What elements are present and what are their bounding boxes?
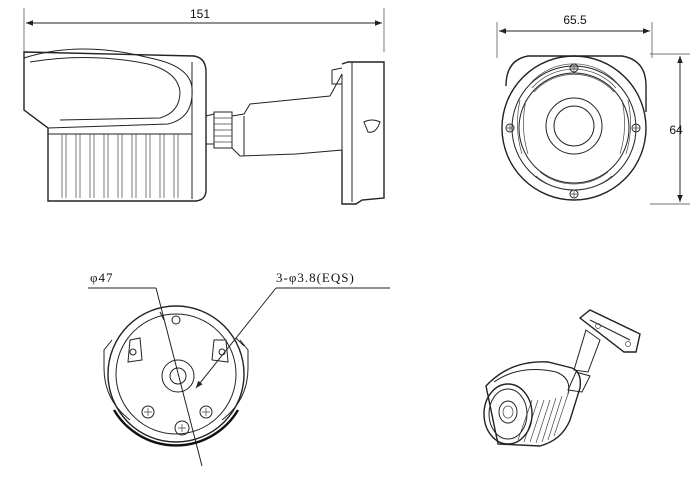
- label-screw-holes: 3-φ3.8(EQS): [276, 270, 355, 285]
- side-view: 151: [23, 7, 385, 205]
- front-vent-slots: [517, 63, 631, 191]
- camera-base-plate: [103, 305, 249, 447]
- dimension-front-width: 65.5: [496, 13, 653, 58]
- base-view: φ47 3-φ3.8(EQS): [88, 270, 390, 467]
- heat-fins: [48, 133, 192, 198]
- dimension-side-length: 151: [23, 7, 385, 52]
- front-screws: [505, 63, 641, 199]
- camera-side-body: [23, 48, 385, 205]
- dim-label-64: 64: [669, 123, 683, 137]
- camera-front-face: [501, 55, 647, 201]
- dim-label-65-5: 65.5: [563, 13, 587, 27]
- label-base-diameter: φ47: [90, 270, 114, 285]
- camera-iso-body: [483, 309, 641, 447]
- iso-view: [483, 309, 641, 447]
- dimension-front-height: 64: [650, 53, 690, 205]
- front-view: 65.5 64: [496, 13, 690, 205]
- dim-label-151: 151: [190, 7, 210, 21]
